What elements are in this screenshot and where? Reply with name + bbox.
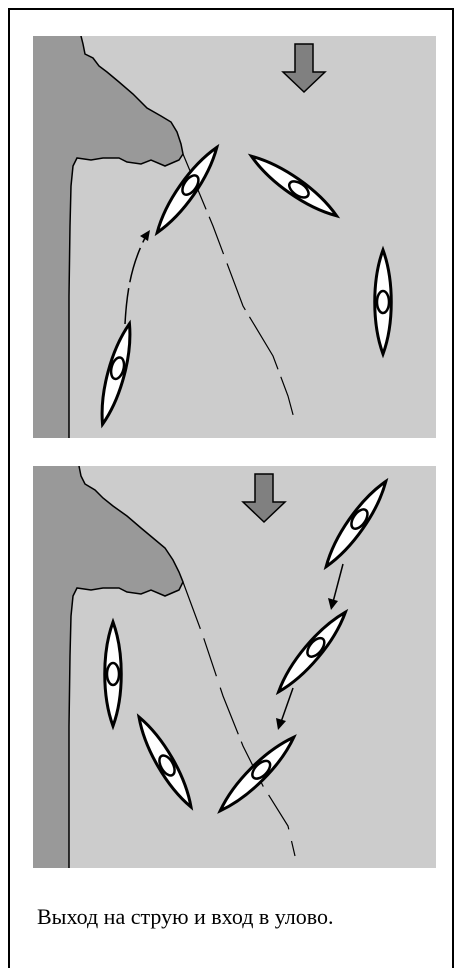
diagram-bottom-svg: [33, 466, 436, 868]
diagram-top-svg: [33, 36, 436, 438]
figure-caption: Выход на струю и вход в улово.: [37, 904, 437, 930]
kayak-icon: [105, 622, 122, 726]
kayak-icon: [375, 250, 392, 354]
diagram-panel-top: [33, 36, 436, 438]
diagram-panel-bottom: [33, 466, 436, 868]
